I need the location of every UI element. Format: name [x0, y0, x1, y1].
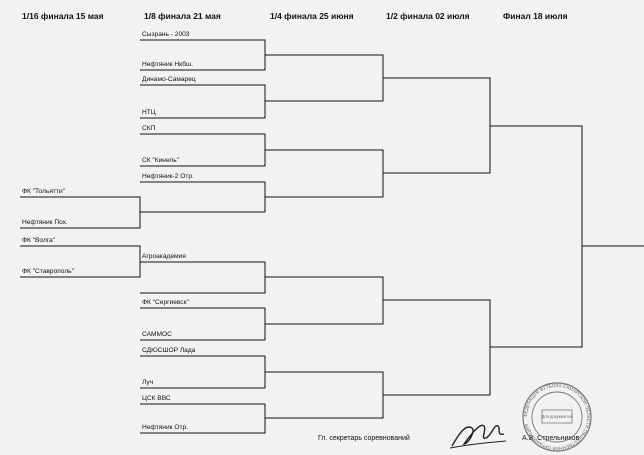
- team-r8-3: Динамо-Самарец: [142, 76, 196, 83]
- team-r8-12: САММОС: [142, 331, 172, 338]
- round-header-final: Финал 18 июля: [503, 11, 568, 21]
- svg-text:Для документов: Для документов: [541, 414, 573, 419]
- bracket-sf-2: [383, 299, 491, 396]
- bracket-qf-3: [265, 276, 384, 325]
- bracket-qf-4: [265, 371, 384, 419]
- team-r8-7: Нефтяник-2 Отр.: [142, 173, 194, 180]
- bracket-qf-1: [265, 54, 384, 102]
- bracket-r8-4: [140, 181, 266, 213]
- team-r8-5: СКП: [142, 125, 156, 132]
- bracket-qf-2: [265, 149, 384, 198]
- round-header-r16: 1/16 финала 15 мая: [22, 11, 104, 21]
- secretary-label: Гл. секретарь соревнований: [318, 435, 410, 442]
- team-r8-13: СДЮСШОР Лада: [142, 347, 196, 354]
- team-r16-4: ФК "Ставрополь": [22, 268, 74, 275]
- team-r16-1: ФК "Тольятти": [22, 188, 65, 195]
- team-r8-2: Нефтяник Нкбш.: [142, 61, 194, 68]
- round-header-qf: 1/4 финала 25 июня: [270, 11, 354, 21]
- round-header-r8: 1/8 финала 21 мая: [144, 11, 221, 21]
- team-r16-3: ФК "Волга": [22, 237, 56, 244]
- signature-icon: [449, 424, 507, 449]
- secretary-name: А.В. Стрельников: [522, 435, 580, 442]
- team-r8-10: Агроакадемия: [142, 253, 186, 260]
- team-r8-14: Луч: [142, 379, 154, 386]
- team-r8-6: СК "Кинель": [142, 157, 180, 164]
- round-header-sf: 1/2 финала 02 июля: [386, 11, 470, 21]
- team-r8-4: НТЦ: [142, 109, 156, 116]
- bracket-r8-2: [140, 84, 266, 119]
- stamp-icon: ФЕДЕРАЦИЯ ФУТБОЛА САМАРСКОЙ ОБЛАСТИ ОБЩЕ…: [522, 382, 592, 452]
- bracket-r8-7: [140, 355, 266, 389]
- bracket-sf-1: [383, 77, 491, 174]
- bracket-final: [490, 125, 583, 348]
- team-r8-15: ЦСК ВВС: [142, 395, 171, 402]
- bracket-r8-5: [140, 261, 266, 294]
- team-r8-16: Нефтяник Отр.: [142, 424, 188, 431]
- team-r8-1: Сызрань - 2003: [142, 31, 190, 38]
- team-r8-11: ФК "Сергиевск": [142, 299, 189, 306]
- team-r16-2: Нефтяник Пох.: [22, 219, 68, 226]
